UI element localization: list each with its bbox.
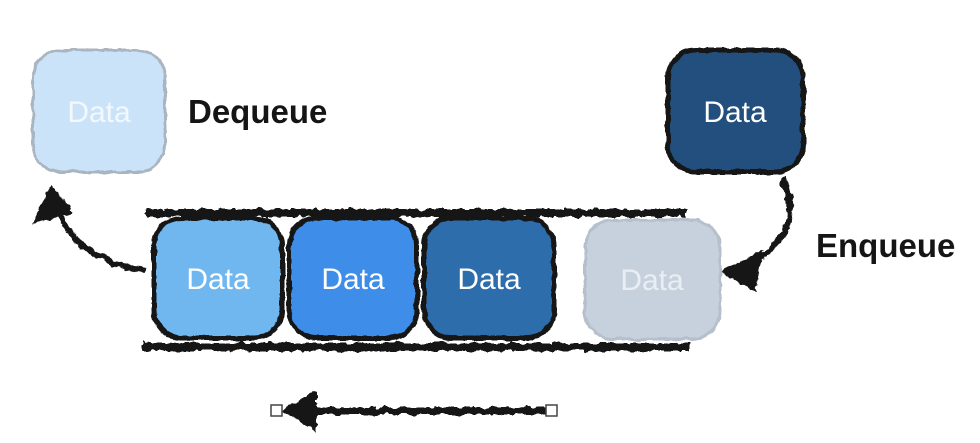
dequeued-box-label: Data	[67, 96, 131, 129]
enqueue-arrowhead-icon	[722, 249, 763, 292]
incoming-box: Data	[665, 47, 806, 175]
dequeue-arrow	[32, 184, 146, 273]
queue-item-1-label: Data	[186, 263, 250, 296]
queue-item-2-rect	[286, 215, 420, 341]
dequeue-label: Dequeue	[188, 93, 327, 130]
dequeued-box: Data	[31, 48, 167, 174]
incoming-box-rect	[665, 47, 806, 175]
direction-arrowhead-icon	[281, 391, 317, 431]
dequeue-arrow-line	[54, 203, 146, 273]
queue-item-2-label: Data	[321, 263, 385, 296]
queue-item-2: Data	[286, 215, 420, 341]
enqueue-arrow-line	[745, 178, 793, 267]
dequeued-box-rect	[31, 48, 167, 174]
direction-arrow	[270, 391, 558, 431]
queue-item-3-label: Data	[457, 263, 521, 296]
dequeue-arrowhead-icon	[32, 184, 73, 225]
queue-item-3: Data	[421, 215, 557, 341]
enqueue-arrow	[722, 178, 793, 292]
queue-item-4-rect	[583, 218, 722, 341]
selection-handle-right[interactable]	[545, 404, 558, 417]
enqueue-label: Enqueue	[816, 227, 955, 264]
queue-item-4-label: Data	[620, 264, 684, 297]
queue-item-1: Data	[151, 215, 285, 341]
incoming-box-label: Data	[703, 96, 767, 129]
selection-handle-left[interactable]	[270, 404, 283, 417]
queue-item-1-rect	[151, 215, 285, 341]
queue-item-3-rect	[421, 215, 557, 341]
queue-item-4: Data	[583, 218, 722, 341]
